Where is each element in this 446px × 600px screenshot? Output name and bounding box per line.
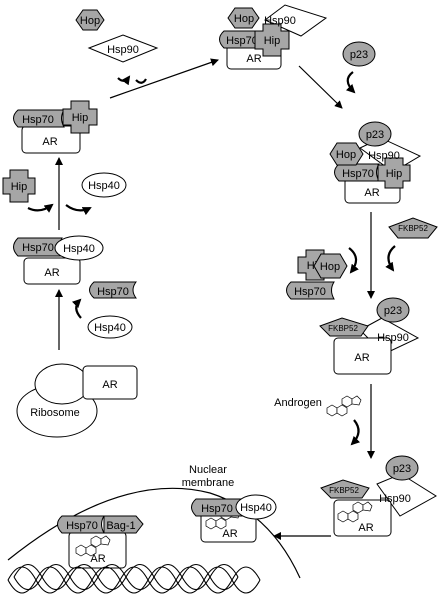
ar-label: AR [246, 53, 261, 65]
bag1-label: Bag-1 [106, 520, 135, 532]
curved-arrow-hsp70-hsp40-binding [71, 298, 82, 319]
ar-hsp70-hsp40-complex: AR Hsp70 Hsp40 [13, 235, 104, 285]
hsp70-label: Hsp70 [201, 503, 233, 515]
p23-label: p23 [350, 49, 368, 61]
curved-arrow-release [348, 247, 359, 274]
hsp90-label: Hsp90 [107, 44, 139, 56]
hip-label: Hip [11, 181, 28, 193]
hsp40-label: Hsp40 [94, 322, 126, 334]
p23-label: p23 [393, 463, 411, 475]
hsp90-label: Hsp90 [377, 332, 409, 344]
curved-arrow-androgen-binding [350, 419, 361, 446]
hip-label: Hip [72, 112, 89, 124]
free-hsp40: Hsp40 [87, 315, 133, 339]
androgen-label: Androgen [274, 397, 322, 409]
ar-hsp90-fkbp52-complex: AR FKBP52 p23 Hsp90 [319, 297, 420, 375]
arrow-to-p23-complex [298, 65, 343, 109]
ar-label: AR [44, 267, 59, 279]
dna-double-helix [7, 563, 261, 594]
ar-hsp70-hsp40-translocating-complex: AR Hsp70 Hsp40 [191, 494, 277, 543]
ribosome-label: Ribosome [30, 407, 80, 419]
ar-label: AR [354, 352, 369, 364]
ar-label: AR [364, 187, 379, 199]
p23-label: p23 [384, 305, 402, 317]
ar-label: AR [42, 136, 57, 148]
hsp70-label: Hsp70 [97, 286, 129, 298]
ar-label: AR [102, 379, 117, 391]
ar-label: AR [222, 528, 237, 540]
fkbp52-label: FKBP52 [398, 224, 428, 233]
hsp70-label: Hsp70 [342, 168, 374, 180]
hsp70-label: Hsp70 [226, 35, 258, 47]
released-hop: Hop [313, 253, 348, 279]
ar-label: AR [358, 522, 373, 534]
hsp90-label: Hsp90 [379, 493, 411, 505]
ar-label: AR [90, 553, 105, 565]
p23-label: p23 [366, 129, 384, 141]
hop-label: Hop [320, 261, 340, 273]
hsp70-label: Hsp70 [22, 242, 54, 254]
free-hsp70: Hsp70 [89, 281, 137, 299]
nuclear-membrane-label-line1: Nuclear [189, 464, 227, 476]
fkbp52-label: FKBP52 [329, 486, 359, 495]
free-hsp90: Hsp90 [87, 34, 159, 63]
nuclear-membrane-label-line2: membrane [182, 477, 235, 489]
curved-arrow-hsp40-release [65, 204, 92, 216]
hsp90-label: Hsp90 [368, 150, 400, 162]
hsp40-label: Hsp40 [63, 243, 95, 255]
released-hsp40: Hsp40 [81, 172, 127, 198]
hip-label: Hip [386, 168, 403, 180]
hsp70-label: Hsp70 [22, 114, 54, 126]
ar-hsp90-hop-complex: AR Hsp70 Hip Hop Hsp90 [219, 4, 328, 70]
hsp40-label: Hsp40 [240, 502, 272, 514]
ar-hsp90-p23-complex: AR Hsp70 Hip Hop p23 Hsp90 [329, 121, 422, 204]
hip-label: Hip [264, 35, 281, 47]
curved-arrow-hop-hsp90-binding [117, 75, 147, 86]
hsp90-label: Hsp90 [264, 15, 296, 27]
released-hsp70: Hsp70 [286, 281, 335, 300]
free-p23: p23 [342, 41, 376, 67]
curved-arrow-p23-binding [345, 71, 356, 94]
hsp70-label: Hsp70 [66, 520, 98, 532]
androgen-molecule [326, 395, 362, 417]
hop-label: Hop [234, 13, 254, 25]
hsp40-label: Hsp40 [88, 180, 120, 192]
ar-hsp70-hip-complex: AR Hsp70 Hip [13, 100, 98, 154]
free-hip: Hip [2, 169, 36, 203]
ribosome-with-ar: AR Ribosome [16, 363, 138, 438]
hop-label: Hop [336, 149, 356, 161]
ar-hsp70-bag1-nuclear-complex: AR Hsp70 Bag-1 [57, 515, 144, 569]
curved-arrow-fkbp52-binding [385, 245, 396, 272]
arrow-to-hsp90-complex [109, 58, 219, 99]
curved-arrow-hip-binding [27, 203, 54, 213]
ligand-bound-ar-complex: AR FKBP52 p23 Hsp90 [320, 455, 437, 537]
free-hop: Hop [75, 9, 105, 31]
free-fkbp52: FKBP52 [388, 217, 438, 239]
hop-label: Hop [80, 15, 100, 27]
hsp70-label: Hsp70 [294, 286, 326, 298]
fkbp52-label: FKBP52 [328, 324, 358, 333]
